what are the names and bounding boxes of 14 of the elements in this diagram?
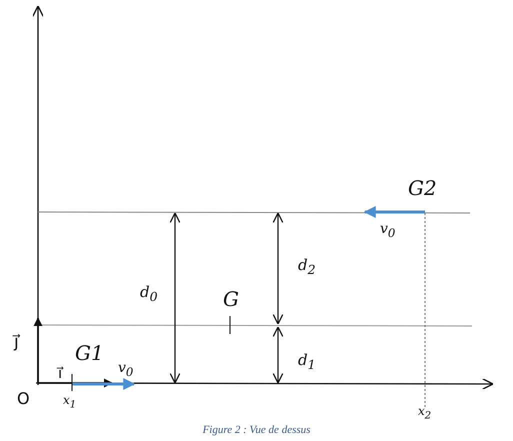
distance-label: d$_{1}$ [298, 353, 316, 372]
coordinate-label: x$_{2}$ [418, 405, 432, 422]
point-label: G [223, 289, 239, 309]
coordinate-label: x$_{1}$ [63, 394, 76, 410]
vector-label: ȷ⃗ [14, 334, 19, 351]
object-label: G2 [408, 178, 437, 198]
distance-label: d$_{0}$ [140, 285, 158, 304]
origin-label: O [17, 391, 30, 407]
velocity-label: v$_{0}$ [380, 222, 396, 240]
figure-caption: Figure 2 : Vue de dessus [202, 424, 312, 436]
velocity-label: v$_{0}$ [118, 361, 134, 378]
object-label: G1 [75, 343, 104, 363]
vector-label: ı⃗ [58, 366, 62, 381]
distance-label: d$_{2}$ [298, 258, 316, 276]
